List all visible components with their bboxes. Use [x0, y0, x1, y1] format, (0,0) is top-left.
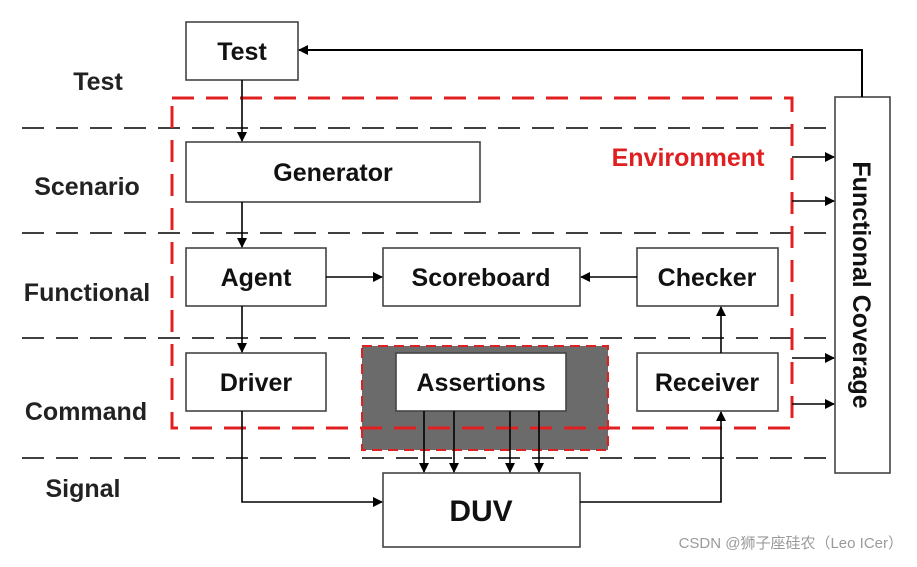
driver-box [185, 352, 327, 412]
duv-label: DUV [449, 495, 512, 528]
environment-boundary [170, 96, 794, 430]
assertions-shade-border [361, 345, 609, 451]
layer-label-test: Test [73, 68, 123, 96]
generator-box [185, 141, 481, 203]
checker-box [636, 247, 779, 307]
assertions-box [395, 352, 567, 412]
test-label: Test [217, 38, 267, 66]
layer-label-scenario: Scenario [34, 173, 140, 201]
watermark: CSDN @狮子座硅农（Leo ICer） [679, 535, 903, 552]
generator-label: Generator [273, 159, 393, 187]
arrow-duv-to-receiver [580, 411, 726, 503]
layer-label-functional: Functional [24, 279, 150, 307]
duv-box [382, 472, 581, 548]
layer-label-signal: Signal [45, 475, 120, 503]
test-box [185, 21, 299, 81]
receiver-box [636, 352, 779, 412]
scoreboard-label: Scoreboard [412, 264, 551, 292]
layer-label-command: Command [25, 398, 147, 426]
agent-label: Agent [221, 264, 293, 292]
arrow-driver-to-duv [241, 411, 383, 507]
checker-label: Checker [658, 264, 757, 292]
functional-coverage-box [834, 96, 891, 474]
functional-coverage-label: Functional Coverage [847, 161, 875, 408]
driver-label: Driver [220, 369, 293, 397]
assertions-label: Assertions [416, 369, 545, 397]
environment-label: Environment [612, 144, 765, 172]
receiver-label: Receiver [655, 369, 760, 397]
arrow-coverage-to-test [298, 45, 863, 97]
